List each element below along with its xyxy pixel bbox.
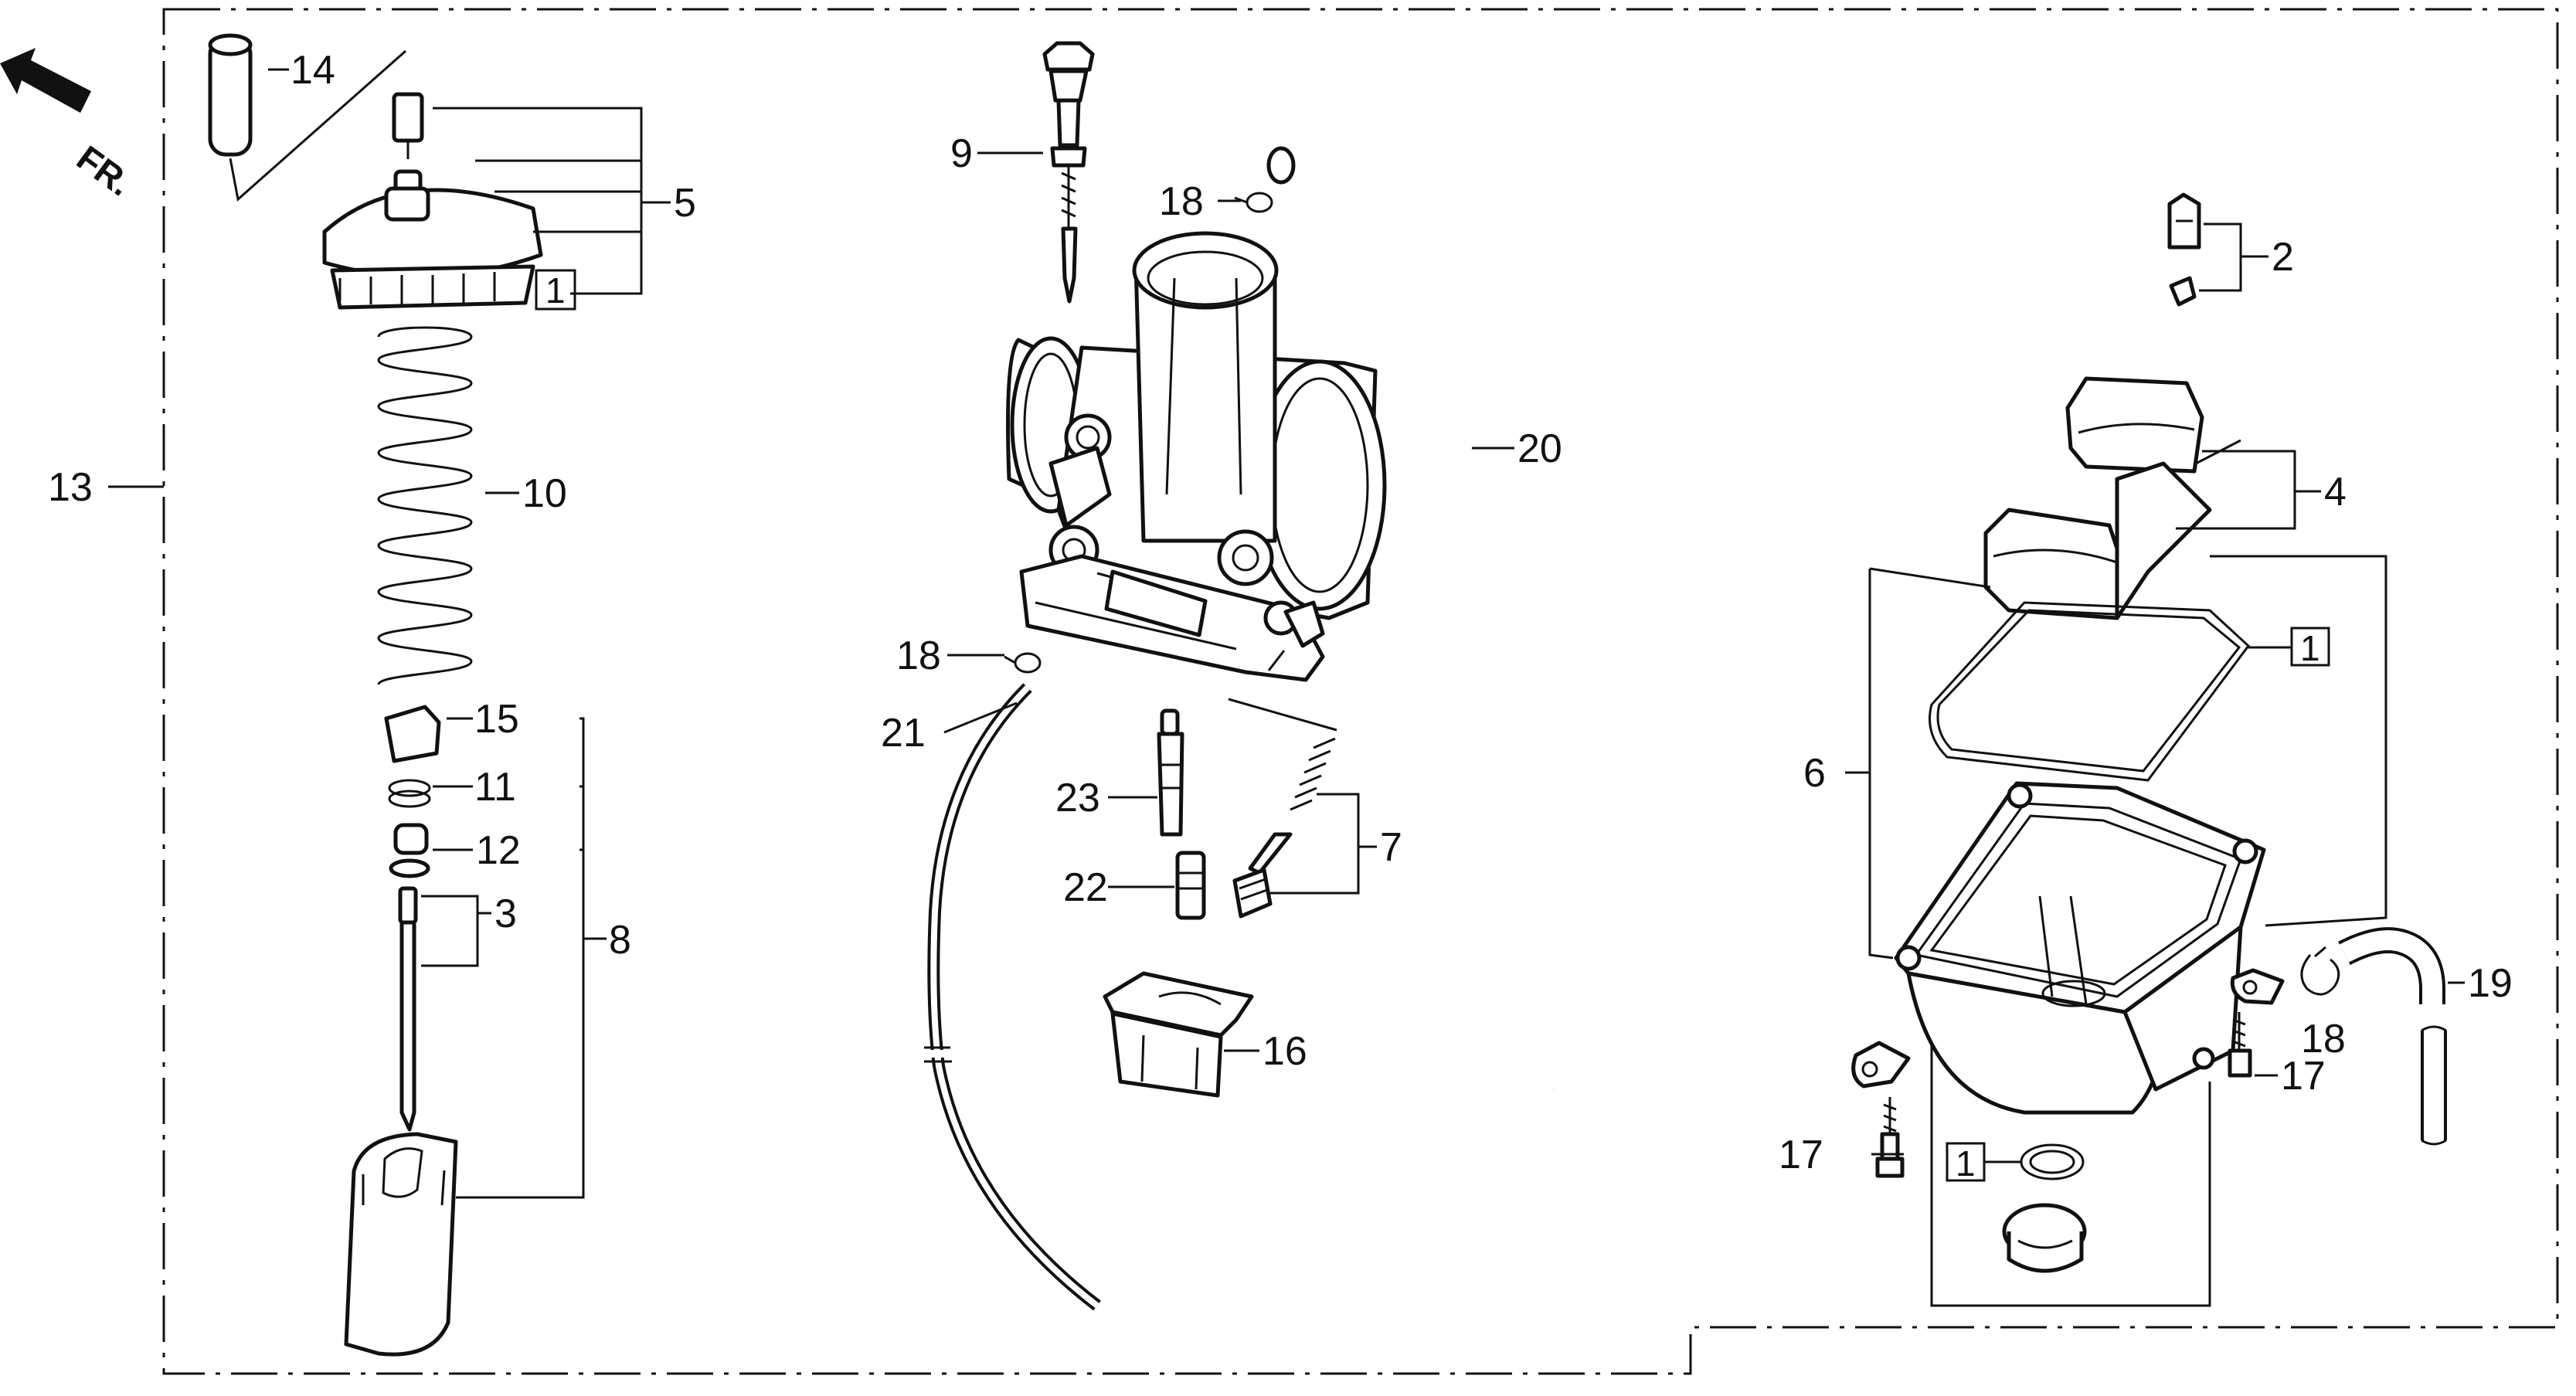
part-20-overflow-tube <box>1266 127 1555 1092</box>
part-2-float-valve <box>2167 192 2201 307</box>
box-part-1-top <box>535 269 576 311</box>
part-18-clip-lower <box>2300 946 2340 996</box>
part-23-needle-jet <box>1157 708 1184 837</box>
part-drain-plug-gasket <box>2020 1143 2085 1180</box>
part-carb-top-cap <box>322 186 543 310</box>
callout-4: 4 <box>2324 470 2347 515</box>
callout-12: 12 <box>476 828 521 873</box>
part-16-float-valve-cover <box>1103 971 1254 1098</box>
callout-22: 22 <box>1063 865 1108 910</box>
callout-1-plug: 1 <box>1956 1143 1976 1184</box>
part-7-air-screw <box>1232 737 1336 919</box>
callout-13: 13 <box>48 465 93 510</box>
part-21-vent-tube <box>924 683 1101 1311</box>
callout-20: 20 <box>1517 426 1562 471</box>
callout-10: 10 <box>522 471 567 516</box>
part-18-clip-upper <box>1234 192 1273 213</box>
callout-3: 3 <box>494 892 517 936</box>
front-indicator-label: FR. <box>70 138 140 204</box>
callout-1-gasket: 1 <box>2300 628 2320 668</box>
part-1-float-gasket <box>1929 601 2251 782</box>
part-6-float-chamber <box>1894 781 2266 1115</box>
callout-15: 15 <box>474 697 519 742</box>
part-11-clip <box>388 779 431 808</box>
part-drain-plug <box>2002 1203 2087 1273</box>
part-4-float <box>1983 376 2241 620</box>
part-18-clip-mid <box>1004 652 1042 674</box>
part-3-jet-needle <box>398 886 418 1132</box>
callout-1-top: 1 <box>545 270 566 311</box>
callout-17-upper: 17 <box>2281 1054 2326 1099</box>
callout-18-lower: 18 <box>2301 1017 2346 1061</box>
callout-11: 11 <box>474 765 516 810</box>
part-12-washer <box>389 823 430 878</box>
callout-21: 21 <box>881 711 926 756</box>
part-19-vent-tube <box>2338 927 2447 1146</box>
part-10-throttle-spring <box>377 326 473 685</box>
callout-8: 8 <box>609 918 631 963</box>
part-tab-right <box>2230 968 2285 1005</box>
callout-17-lower: 17 <box>1779 1133 1823 1177</box>
callout-5: 5 <box>674 181 696 226</box>
callout-23: 23 <box>1055 776 1100 820</box>
part-tab-left <box>1851 1041 1911 1089</box>
part-9-starter-valve <box>1042 41 1095 304</box>
callout-16: 16 <box>1263 1029 1307 1074</box>
part-17-screw-lower <box>1875 1097 1905 1178</box>
callout-18-mid: 18 <box>896 633 941 678</box>
callout-14: 14 <box>291 48 335 93</box>
carburetor-body <box>1006 231 1387 682</box>
part-17-screw-upper <box>2228 1012 2252 1078</box>
callout-9: 9 <box>950 131 973 176</box>
part-15-needle-retainer <box>384 705 441 763</box>
part-top-screw <box>392 92 424 205</box>
callout-2: 2 <box>2272 235 2294 280</box>
part-8-throttle-valve <box>344 1132 458 1357</box>
callout-19: 19 <box>2468 961 2513 1006</box>
part-14-cap-cover <box>208 33 253 157</box>
callout-6: 6 <box>1803 751 1826 796</box>
part-22-main-jet <box>1175 851 1206 920</box>
callout-18-upper: 18 <box>1159 179 1204 224</box>
front-arrow-icon <box>0 48 91 113</box>
assembly-frame <box>162 8 2559 1375</box>
callout-7: 7 <box>1380 825 1402 870</box>
